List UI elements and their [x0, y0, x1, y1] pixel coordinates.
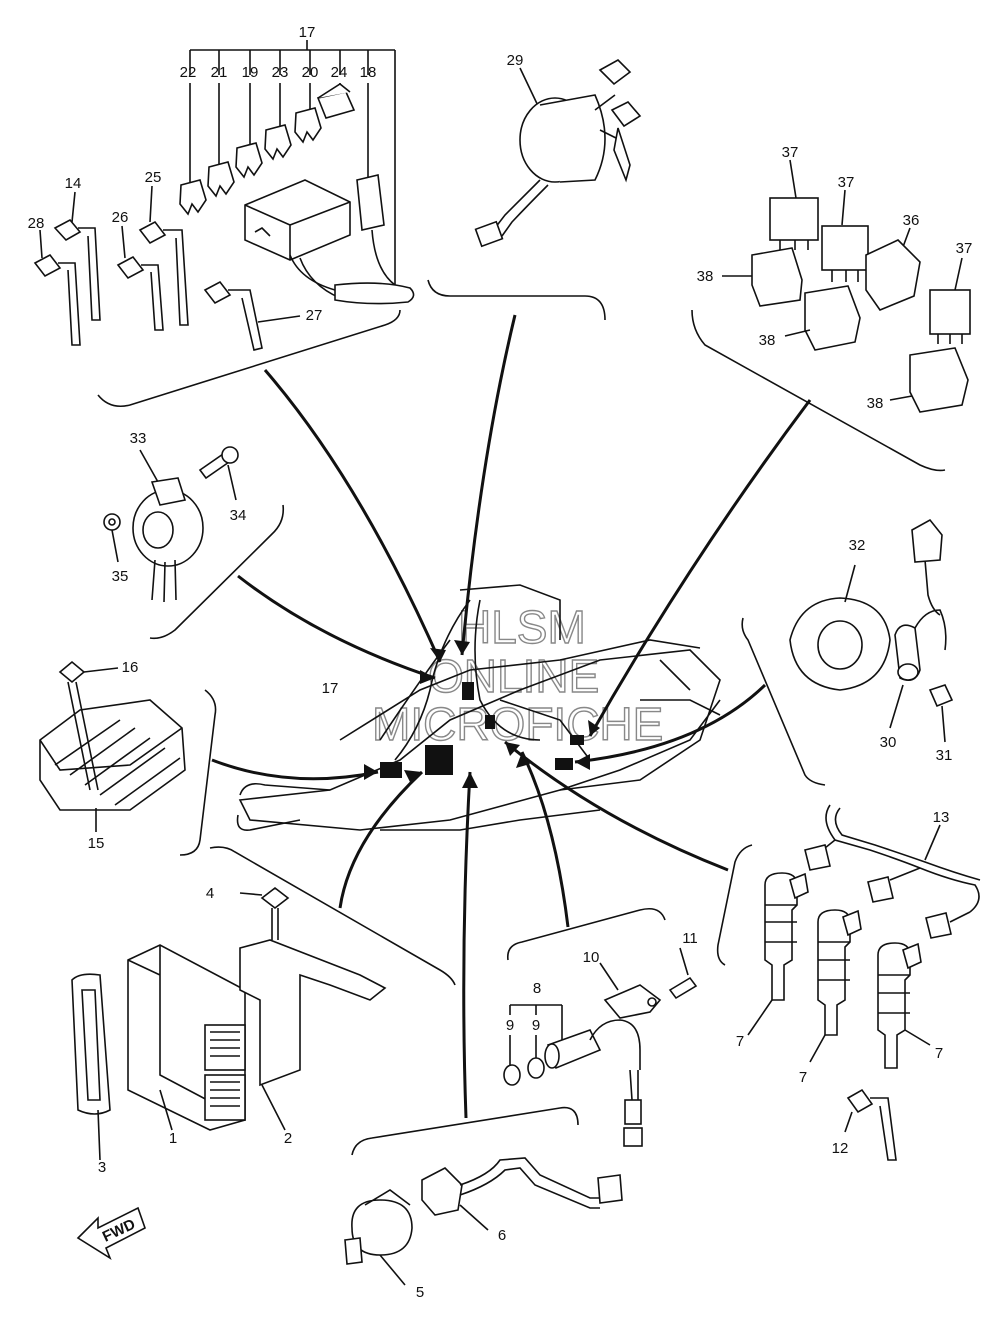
callout-4: 4	[206, 885, 214, 902]
callout-16: 16	[122, 659, 139, 676]
callout-37c: 37	[956, 240, 973, 257]
harness-connector	[380, 762, 402, 778]
svg-text:HLSM: HLSM	[458, 601, 586, 653]
callout-5: 5	[416, 1284, 424, 1301]
callout-36: 36	[903, 212, 920, 229]
callout-28: 28	[28, 215, 45, 232]
callout-1: 1	[169, 1130, 177, 1147]
rectifier-group	[39, 660, 186, 832]
callout-12: 12	[832, 1140, 849, 1157]
callout-3: 3	[98, 1159, 106, 1176]
callout-18: 18	[360, 64, 377, 81]
fuse-box-group	[33, 40, 415, 351]
group-brackets	[97, 279, 946, 1156]
callout-24: 24	[331, 64, 348, 81]
callout-33: 33	[130, 430, 147, 447]
callout-7c: 7	[935, 1045, 943, 1062]
leader-lines	[211, 314, 812, 1119]
callout-26: 26	[112, 209, 129, 226]
callout-31: 31	[936, 747, 953, 764]
callout-13: 13	[933, 809, 950, 826]
harness-connector	[425, 745, 453, 775]
callout-15: 15	[88, 835, 105, 852]
main-switch-group	[474, 59, 642, 248]
callout-25: 25	[145, 169, 162, 186]
callout-38b: 38	[759, 332, 776, 349]
callout-30: 30	[880, 734, 897, 751]
fwd-arrow-icon: FWD	[76, 1206, 146, 1260]
callout-8: 8	[533, 980, 541, 997]
callout-10: 10	[583, 949, 600, 966]
callout-23: 23	[272, 64, 289, 81]
ignition-coil-group	[747, 804, 981, 1161]
relay-group	[722, 159, 971, 413]
callout-9b: 9	[532, 1017, 540, 1034]
callout-labels: 17 22 21 19 23 20 24 18 14 25 26 28 27 2…	[28, 24, 973, 1301]
callout-17-mid: 17	[322, 680, 339, 697]
callout-14: 14	[65, 175, 82, 192]
callout-11: 11	[682, 930, 698, 947]
callout-37b: 37	[838, 174, 855, 191]
snowmobile-body	[236, 584, 721, 832]
callout-35: 35	[112, 568, 129, 585]
callout-19: 19	[242, 64, 259, 81]
pressure-sensor-group	[344, 1157, 623, 1286]
sensor-group	[103, 446, 239, 603]
leader-arrowheads	[364, 640, 600, 788]
callout-7a: 7	[736, 1033, 744, 1050]
callout-6: 6	[498, 1227, 506, 1244]
callout-21: 21	[211, 64, 228, 81]
callout-34: 34	[230, 507, 247, 524]
callout-2: 2	[284, 1130, 292, 1147]
callout-20: 20	[302, 64, 319, 81]
ecu-group	[71, 886, 387, 1161]
harness-connector	[570, 735, 584, 745]
callout-32: 32	[849, 537, 866, 554]
callout-17: 17	[299, 24, 316, 41]
pickup-group	[789, 518, 954, 743]
speed-sensor-group	[503, 947, 698, 1147]
callout-38c: 38	[867, 395, 884, 412]
callout-37a: 37	[782, 144, 799, 161]
callout-29: 29	[507, 52, 524, 69]
harness-connector	[462, 682, 474, 700]
callout-7b: 7	[799, 1069, 807, 1086]
wire-harness	[379, 599, 591, 761]
callout-22: 22	[180, 64, 197, 81]
callout-9a: 9	[506, 1017, 514, 1034]
harness-connector	[555, 758, 573, 770]
harness-connector	[485, 715, 495, 729]
callout-38a: 38	[697, 268, 714, 285]
callout-27: 27	[306, 307, 323, 324]
